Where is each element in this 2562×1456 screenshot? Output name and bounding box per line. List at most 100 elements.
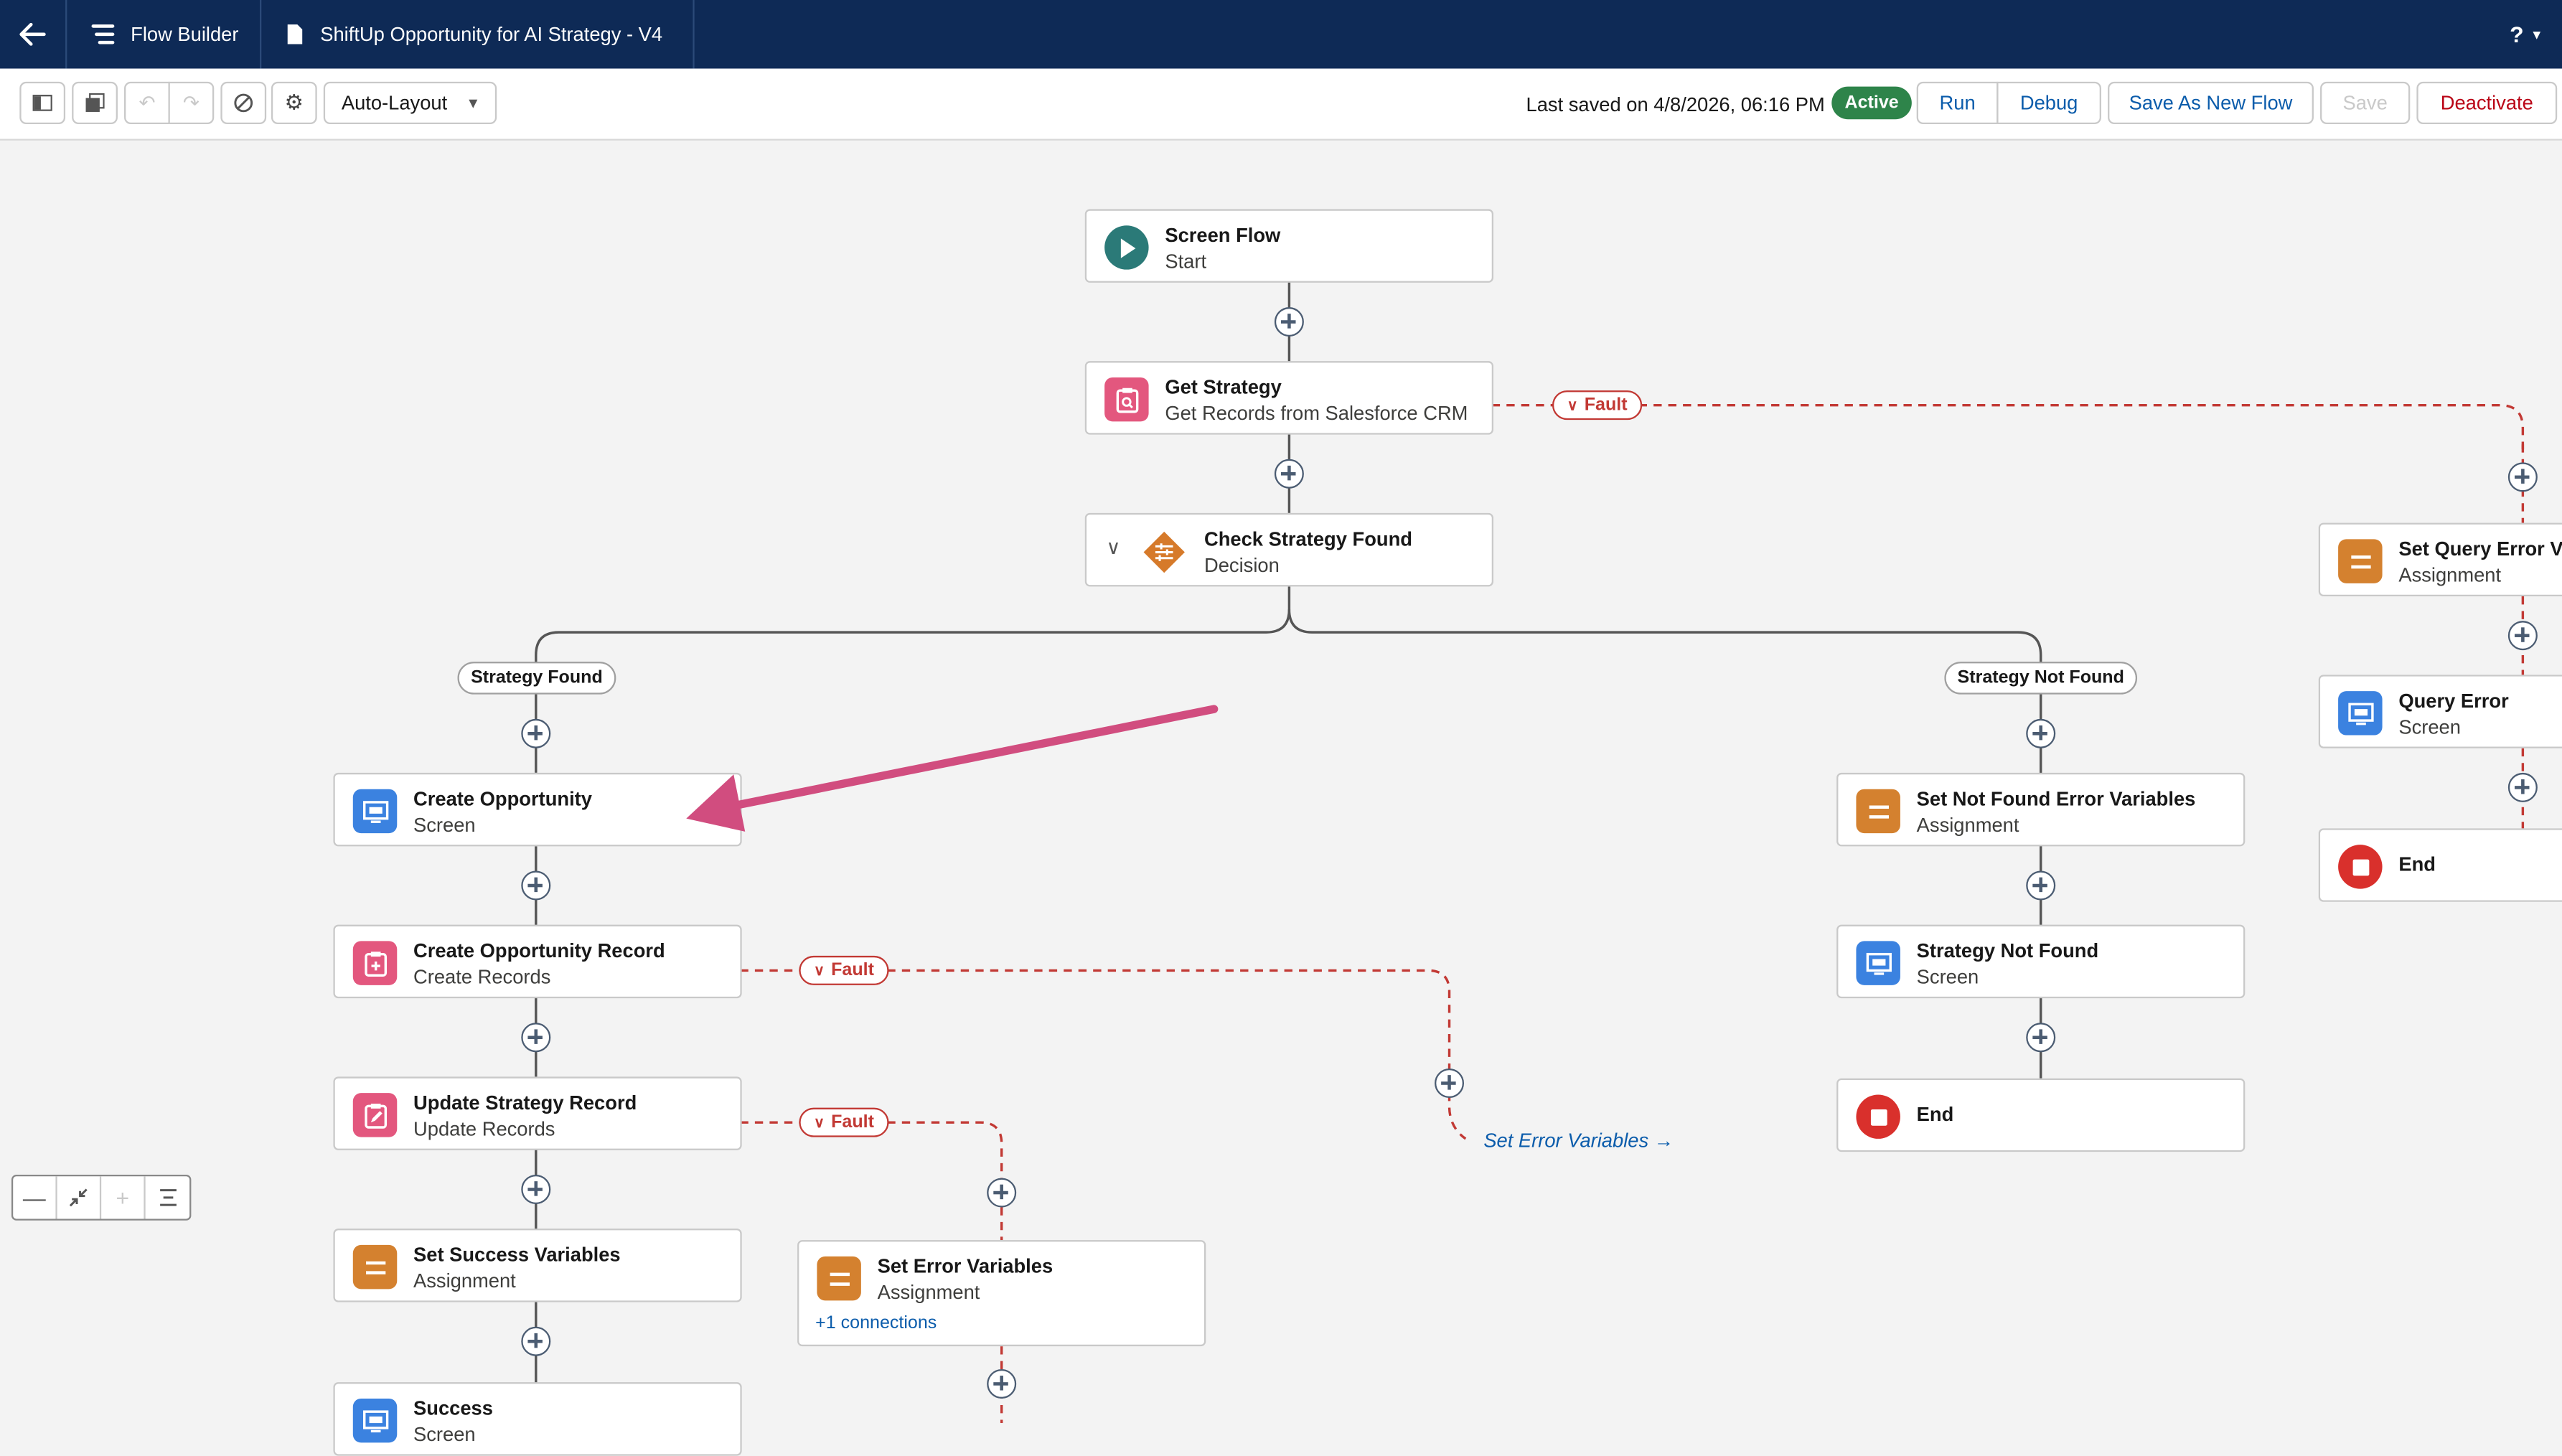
zoom-out-button[interactable]: —: [13, 1176, 57, 1219]
node-subtitle: Screen: [2398, 715, 2461, 739]
screen-icon: [352, 789, 398, 834]
connections-link[interactable]: +1 connections: [815, 1313, 937, 1333]
check-strategy-found-node[interactable]: ∨ Check Strategy Found Decision: [1084, 512, 1493, 587]
add-element-button[interactable]: [2507, 772, 2538, 802]
add-element-button[interactable]: [987, 1178, 1017, 1208]
chevron-down-icon: ▼: [2530, 27, 2543, 42]
gear-icon: ⚙: [284, 90, 304, 115]
add-element-button[interactable]: [2507, 462, 2538, 492]
create-opportunity-node[interactable]: Create Opportunity Screen: [333, 772, 742, 847]
undo-button[interactable]: ↶: [124, 81, 170, 125]
add-element-button[interactable]: [521, 1175, 551, 1205]
node-title: End: [1916, 1102, 1954, 1126]
copy-icon: [85, 93, 105, 112]
add-element-button[interactable]: [521, 1326, 551, 1356]
deactivate-button[interactable]: Deactivate: [2416, 81, 2558, 125]
run-button[interactable]: Run: [1916, 81, 1999, 125]
node-subtitle: Screen: [1916, 965, 1979, 989]
node-title: Get Strategy: [1165, 375, 1282, 399]
set-query-error-variables-node[interactable]: Set Query Error Va Assignment: [2318, 522, 2562, 597]
assignment-icon: [817, 1256, 861, 1301]
fault-badge[interactable]: ∨ Fault: [799, 955, 889, 985]
screen-icon: [1856, 941, 1900, 985]
node-title: Query Error: [2398, 689, 2509, 713]
query-error-node[interactable]: Query Error Screen: [2318, 675, 2562, 748]
end-node[interactable]: End: [1836, 1078, 2246, 1152]
toolbar: ↶ ↷ ⚙ Auto-Layout ▼ Last saved on 4/8/20…: [0, 68, 2562, 141]
add-element-button[interactable]: [2026, 870, 2056, 901]
success-node[interactable]: Success Screen: [333, 1382, 742, 1456]
toolbox-button[interactable]: [72, 81, 118, 125]
add-element-button[interactable]: [2507, 621, 2538, 651]
screen-icon: [2338, 691, 2383, 736]
set-success-variables-node[interactable]: Set Success Variables Assignment: [333, 1229, 742, 1302]
fault-label: Fault: [831, 960, 874, 981]
node-subtitle: Update Records: [413, 1117, 555, 1141]
end-node[interactable]: End: [2318, 828, 2562, 902]
chevron-down-icon: ∨: [1567, 396, 1578, 413]
set-error-variables-node[interactable]: Set Error Variables Assignment +1 connec…: [797, 1240, 1206, 1347]
redo-icon: ↷: [182, 91, 200, 115]
add-element-button[interactable]: [2026, 1023, 2056, 1053]
settings-button[interactable]: ⚙: [271, 81, 317, 125]
errors-button[interactable]: [220, 81, 267, 125]
save-as-new-label: Save As New Flow: [2129, 91, 2293, 115]
node-subtitle: Assignment: [413, 1269, 516, 1292]
assignment-icon: [352, 1244, 398, 1290]
fault-badge[interactable]: ∨Fault: [799, 1107, 889, 1137]
update-records-icon: [352, 1093, 398, 1137]
get-records-icon: [1104, 377, 1149, 422]
toggle-panel-button[interactable]: [19, 81, 66, 125]
add-element-button[interactable]: [1274, 459, 1304, 489]
start-node[interactable]: Screen Flow Start: [1084, 209, 1493, 283]
flow-builder-tab[interactable]: Flow Builder: [90, 0, 238, 69]
chevron-down-icon: ∨: [813, 961, 825, 978]
add-element-button[interactable]: [2026, 718, 2056, 748]
add-element-button[interactable]: [521, 870, 551, 901]
create-opportunity-record-node[interactable]: Create Opportunity Record Create Records: [333, 924, 742, 999]
get-strategy-node[interactable]: Get Strategy Get Records from Salesforce…: [1084, 361, 1493, 435]
add-element-button[interactable]: [521, 718, 551, 748]
help-menu[interactable]: ? ▼: [2510, 0, 2543, 69]
center-view-button[interactable]: [146, 1176, 189, 1218]
add-element-button[interactable]: [987, 1368, 1017, 1399]
plus-icon: +: [116, 1184, 130, 1211]
branch-label-strategy-not-found[interactable]: Strategy Not Found: [1944, 662, 2138, 695]
add-element-button[interactable]: [1435, 1068, 1465, 1099]
fault-badge[interactable]: ∨Fault: [1552, 390, 1643, 421]
app-header: Flow Builder ShiftUp Opportunity for AI …: [0, 0, 2562, 69]
node-title: Set Success Variables: [413, 1243, 621, 1267]
add-element-button[interactable]: [1274, 307, 1304, 337]
goto-set-error-variables-link[interactable]: Set Error Variables →: [1483, 1129, 1674, 1152]
flow-title-tab[interactable]: ShiftUp Opportunity for AI Strategy - V4: [286, 0, 662, 69]
layout-select-value: Auto-Layout: [341, 91, 448, 115]
node-subtitle: Decision: [1204, 553, 1280, 577]
add-element-button[interactable]: [521, 1023, 551, 1053]
node-title: Screen Flow: [1165, 223, 1281, 247]
chevron-down-icon: ∨: [813, 1113, 825, 1130]
set-not-found-error-variables-node[interactable]: Set Not Found Error Variables Assignment: [1836, 772, 2246, 847]
node-title: Update Strategy Record: [413, 1091, 637, 1114]
debug-button[interactable]: Debug: [1996, 81, 2101, 125]
chevron-down-icon: ▼: [466, 95, 481, 111]
flow-canvas[interactable]: ∨Fault ∨Fault ∨Fault Strategy Found Stra…: [0, 139, 2562, 1456]
branch-label-strategy-found[interactable]: Strategy Found: [457, 662, 616, 695]
collapse-chevron-icon[interactable]: ∨: [1106, 535, 1121, 559]
node-subtitle: Get Records from Salesforce CRM: [1165, 402, 1468, 425]
minus-icon: —: [22, 1184, 46, 1211]
fit-view-button[interactable]: [57, 1176, 102, 1219]
update-strategy-record-node[interactable]: Update Strategy Record Update Records: [333, 1076, 742, 1150]
zoom-in-button[interactable]: +: [101, 1176, 146, 1219]
save-button[interactable]: Save: [2320, 81, 2411, 125]
node-title: Set Error Variables: [877, 1254, 1054, 1278]
save-as-new-flow-button[interactable]: Save As New Flow: [2108, 81, 2314, 125]
run-label: Run: [1939, 91, 1976, 115]
redo-button[interactable]: ↷: [168, 81, 215, 125]
strategy-not-found-node[interactable]: Strategy Not Found Screen: [1836, 924, 2246, 999]
back-button[interactable]: [19, 0, 49, 69]
layout-select[interactable]: Auto-Layout ▼: [323, 81, 497, 125]
node-subtitle: Start: [1165, 250, 1207, 273]
app-name: Flow Builder: [131, 22, 239, 46]
debug-label: Debug: [2019, 91, 2078, 115]
node-title: Set Query Error Va: [2398, 537, 2562, 560]
